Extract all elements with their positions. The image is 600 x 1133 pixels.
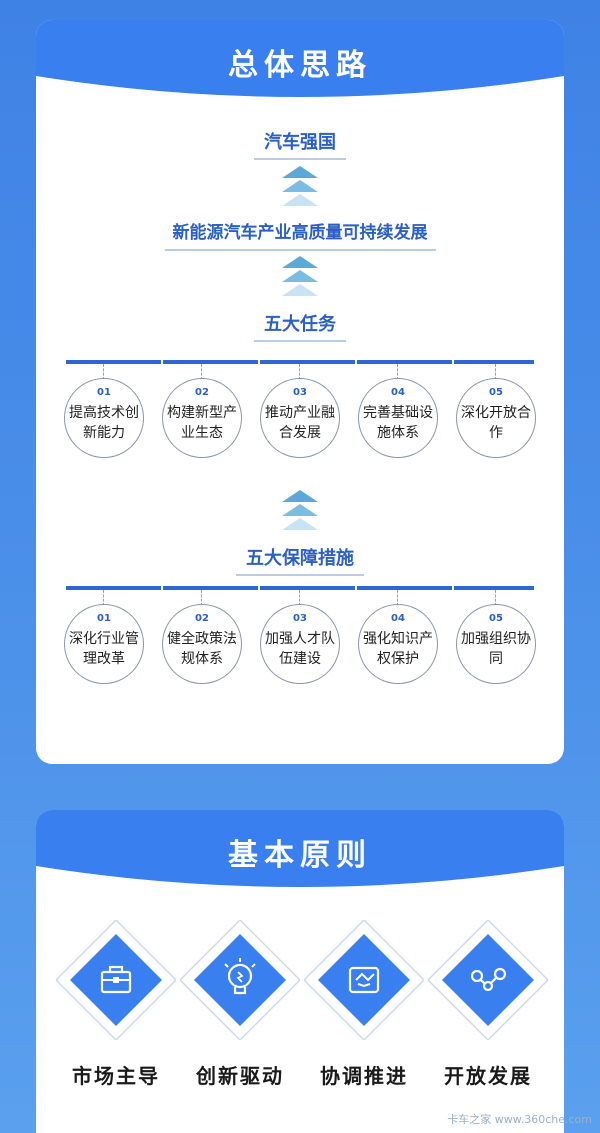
connector-dash	[495, 590, 496, 606]
task-number: 03	[293, 387, 307, 398]
connector-dash	[201, 590, 202, 606]
connector-dash	[397, 590, 398, 606]
task-item: 04 完善基础设施体系	[356, 364, 440, 464]
share-nodes-icon	[426, 918, 550, 1042]
principles-list: 市场主导 创新驱动	[36, 918, 564, 1133]
watermark: 卡车之家 www.360che.com	[447, 1113, 592, 1126]
connector-dash	[397, 364, 398, 380]
up-arrow-icon	[282, 256, 318, 296]
measure-item: 03 加强人才队伍建设	[258, 590, 342, 690]
measures-level: 五大保障措施	[36, 544, 564, 576]
goal-level: 汽车强国	[36, 128, 564, 160]
measure-number: 02	[195, 613, 209, 624]
basic-principles-card: 基本原则 市场主导	[36, 810, 564, 1133]
section-title: 基本原则	[228, 838, 372, 873]
task-label: 构建新型产业生态	[167, 405, 237, 441]
measure-number: 03	[293, 613, 307, 624]
goal-label: 汽车强国	[254, 128, 346, 160]
measure-item: 05 加强组织协同	[454, 590, 538, 690]
lightbulb-icon	[178, 918, 302, 1042]
measure-label: 健全政策法规体系	[167, 631, 237, 667]
measure-label: 加强组织协同	[461, 631, 531, 667]
principle-item: 创新驱动	[178, 918, 302, 1120]
measures-title: 五大保障措施	[236, 544, 364, 576]
mid-label: 新能源汽车产业高质量可持续发展	[164, 218, 436, 251]
principle-item: 协调推进	[302, 918, 426, 1120]
up-arrow-icon	[282, 166, 318, 206]
task-label: 提高技术创新能力	[69, 405, 139, 441]
principle-item: 开放发展	[426, 918, 550, 1120]
task-label: 推动产业融合发展	[265, 405, 335, 441]
task-circle: 05 深化开放合作	[456, 378, 536, 458]
connector-dash	[495, 364, 496, 380]
measures-list: 01 深化行业管理改革 02 健全政策法规体系 03 加强人才队伍建设 04 强…	[36, 590, 564, 690]
connector-dash	[103, 364, 104, 380]
task-number: 05	[489, 387, 503, 398]
principle-label: 创新驱动	[196, 1064, 284, 1088]
measure-label: 强化知识产权保护	[363, 631, 433, 667]
task-number: 04	[391, 387, 405, 398]
tasks-connector-line	[66, 360, 534, 364]
task-circle: 02 构建新型产业生态	[162, 378, 242, 458]
handshake-icon	[302, 918, 426, 1042]
task-item: 02 构建新型产业生态	[160, 364, 244, 464]
connector-dash	[299, 590, 300, 606]
task-circle: 03 推动产业融合发展	[260, 378, 340, 458]
measure-circle: 05 加强组织协同	[456, 604, 536, 684]
briefcase-icon	[54, 918, 178, 1042]
task-item: 03 推动产业融合发展	[258, 364, 342, 464]
measure-item: 01 深化行业管理改革	[62, 590, 146, 690]
section-title: 总体思路	[228, 48, 372, 83]
header-wave	[36, 20, 564, 97]
up-arrow-icon	[282, 490, 318, 530]
mid-level: 新能源汽车产业高质量可持续发展	[36, 218, 564, 251]
task-number: 01	[97, 387, 111, 398]
card-header: 基本原则	[36, 810, 564, 902]
measure-label: 加强人才队伍建设	[265, 631, 335, 667]
measure-number: 04	[391, 613, 405, 624]
principle-badge	[426, 918, 550, 1042]
tasks-title: 五大任务	[254, 310, 346, 342]
task-label: 完善基础设施体系	[363, 405, 433, 441]
task-item: 05 深化开放合作	[454, 364, 538, 464]
principle-badge	[178, 918, 302, 1042]
principle-badge	[302, 918, 426, 1042]
measure-number: 05	[489, 613, 503, 624]
tasks-list: 01 提高技术创新能力 02 构建新型产业生态 03 推动产业融合发展 04 完…	[36, 364, 564, 464]
connector-dash	[201, 364, 202, 380]
measure-circle: 02 健全政策法规体系	[162, 604, 242, 684]
measure-item: 02 健全政策法规体系	[160, 590, 244, 690]
measures-connector-line	[66, 586, 534, 590]
task-circle: 01 提高技术创新能力	[64, 378, 144, 458]
measure-number: 01	[97, 613, 111, 624]
measure-circle: 01 深化行业管理改革	[64, 604, 144, 684]
task-label: 深化开放合作	[461, 405, 531, 441]
tasks-level: 五大任务	[36, 310, 564, 342]
principle-item: 市场主导	[54, 918, 178, 1120]
measure-circle: 03 加强人才队伍建设	[260, 604, 340, 684]
measure-circle: 04 强化知识产权保护	[358, 604, 438, 684]
principle-label: 协调推进	[320, 1064, 408, 1088]
task-number: 02	[195, 387, 209, 398]
card-header: 总体思路	[36, 20, 564, 112]
task-item: 01 提高技术创新能力	[62, 364, 146, 464]
overall-approach-card: 总体思路 汽车强国 新能源汽车产业高质量可持续发展 五大任务 01 提高技术创新…	[36, 20, 564, 764]
measure-item: 04 强化知识产权保护	[356, 590, 440, 690]
principle-badge	[54, 918, 178, 1042]
connector-dash	[103, 590, 104, 606]
principle-label: 开放发展	[444, 1064, 532, 1088]
measure-label: 深化行业管理改革	[69, 631, 139, 667]
connector-dash	[299, 364, 300, 380]
header-wave	[36, 810, 564, 887]
principle-label: 市场主导	[72, 1064, 160, 1088]
task-circle: 04 完善基础设施体系	[358, 378, 438, 458]
